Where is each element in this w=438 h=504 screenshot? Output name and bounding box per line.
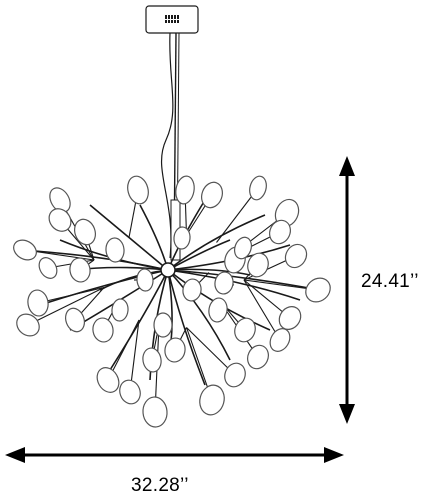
width-dimension-label: 32.28’’	[131, 475, 189, 496]
double-arrow-vertical-icon	[339, 156, 355, 424]
double-arrow-horizontal-icon	[5, 447, 344, 463]
branch-limb	[167, 269, 206, 386]
bulb-shade	[142, 347, 162, 373]
bulb-shade	[38, 257, 58, 279]
branch-limb	[167, 269, 301, 301]
height-dimension-label: 24.41’’	[361, 271, 419, 292]
bulb-shade	[153, 312, 173, 338]
bulb-shade	[175, 175, 195, 205]
bulb-shade	[119, 379, 141, 405]
bulb-shade	[249, 175, 267, 201]
bulb-shade	[111, 298, 129, 322]
branch-limb	[19, 249, 169, 271]
bulb-shade	[69, 257, 91, 283]
bulb-shade	[27, 289, 49, 317]
bulb-shade	[214, 271, 234, 295]
bulb-shade	[96, 367, 120, 393]
branch-limb	[109, 269, 169, 371]
bulb-shade	[305, 277, 331, 303]
bulb-shade	[48, 208, 72, 232]
branch-limb	[167, 268, 251, 276]
bulb-shade	[233, 236, 253, 260]
central-hub	[160, 262, 176, 278]
bulb-shade	[64, 307, 86, 333]
power-cable	[160, 32, 174, 259]
branch-twig	[243, 279, 319, 291]
bulb-shade	[224, 362, 246, 388]
bulb-shade	[284, 243, 308, 269]
bulb-shade	[127, 175, 149, 205]
branch-twig	[27, 287, 105, 326]
bulb-shade	[136, 268, 154, 292]
bulb-shade	[49, 187, 71, 213]
bulb-shade	[278, 306, 302, 330]
bulb-shade	[164, 337, 186, 363]
branch-limb	[139, 204, 169, 271]
bulb-shade	[201, 181, 223, 209]
ceiling-canopy-icon	[145, 5, 199, 34]
branch-limb	[89, 204, 169, 271]
bulb-shade	[142, 396, 168, 428]
bulb-shade	[247, 252, 269, 278]
bulb-shade	[208, 297, 228, 323]
bulb-shade	[74, 218, 96, 246]
branch-twig	[243, 279, 281, 341]
bulb-shade	[13, 239, 37, 261]
bulb-shade	[234, 317, 256, 343]
bulbs	[13, 175, 331, 428]
bulb-shade	[92, 317, 114, 343]
bulb-shade	[105, 237, 125, 263]
bulb-shade	[199, 384, 225, 416]
branch-limb	[167, 214, 266, 271]
branch-twig	[37, 286, 105, 304]
bulb-shade	[247, 344, 269, 370]
bulb-shade	[182, 278, 202, 302]
branch-limb	[167, 269, 321, 291]
bulb-shade	[269, 219, 291, 245]
suspension-rod	[170, 32, 181, 261]
bulb-shade	[173, 226, 191, 250]
bulb-shade	[16, 313, 40, 337]
branch-twig	[186, 327, 236, 376]
branch-limb	[167, 269, 231, 361]
branch-limb	[39, 269, 169, 306]
